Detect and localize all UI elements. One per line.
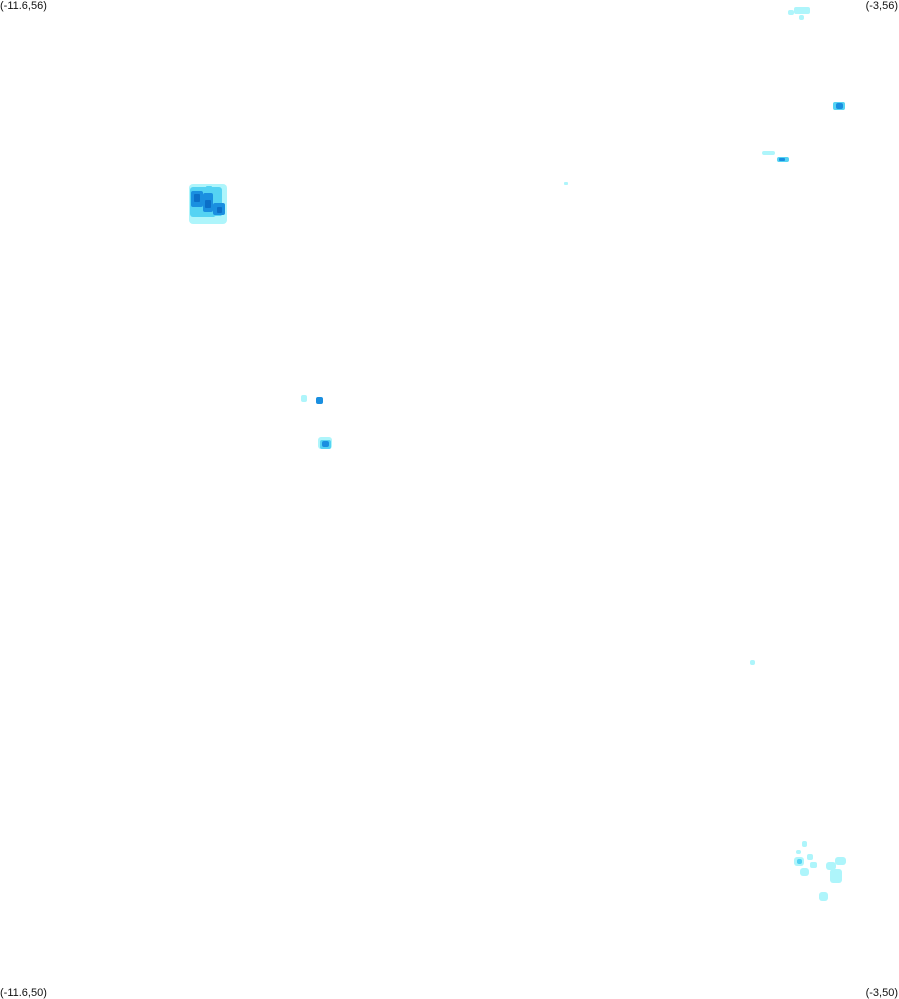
intensity-cluster [564,182,568,185]
intensity-cluster [301,395,323,404]
corner-label-bottom-left: (-11.6,50) [0,987,47,999]
intensity-cluster [788,7,810,20]
intensity-cluster [750,660,755,665]
intensity-cluster [189,184,227,224]
intensity-cluster [833,102,845,110]
corner-label-top-right: (-3,56) [865,0,898,12]
corner-label-top-left: (-11.6,56) [0,0,47,12]
corner-label-bottom-right: (-3,50) [865,987,898,999]
intensity-cluster [318,437,332,449]
intensity-cluster [762,151,789,162]
intensity-cluster [794,841,846,901]
